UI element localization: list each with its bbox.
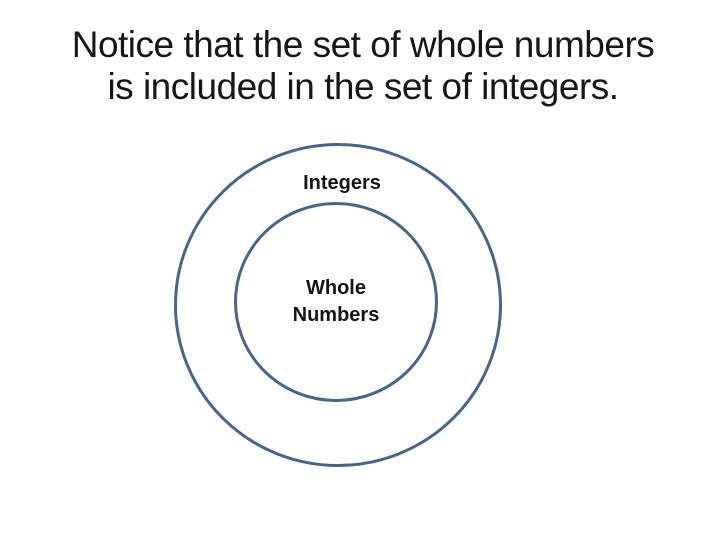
slide-title-line-1: Notice that the set of whole numbers [71,24,655,65]
whole-numbers-label: Whole Numbers [293,275,380,329]
inner-circle-whole-numbers [234,202,438,402]
outer-circle-integers [174,143,502,467]
whole-numbers-label-line-2: Numbers [292,304,380,326]
integers-label: Integers [303,172,381,194]
whole-numbers-label-line-1: Whole [305,277,366,299]
slide-title-line-2: is included in the set of integers. [107,66,619,107]
slide-title: Notice that the set of whole numbers is … [6,24,720,108]
